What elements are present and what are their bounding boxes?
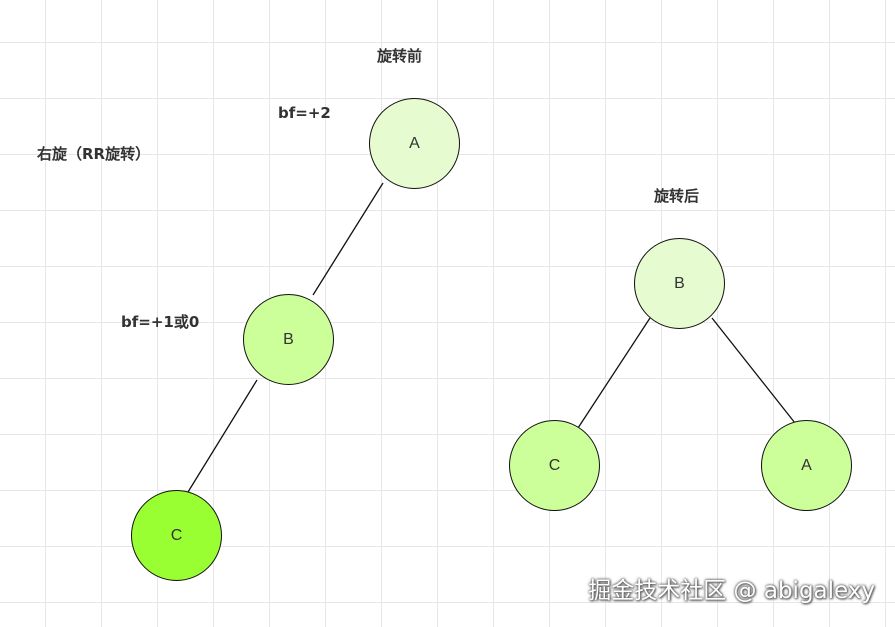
after-node-c: C [509, 420, 600, 511]
before-node-c: C [131, 490, 222, 581]
edge-before-b-c [187, 379, 258, 493]
rotation-title: 右旋（RR旋转） [37, 145, 151, 163]
before-node-b-label: B [283, 330, 294, 348]
watermark: 掘金技术社区 @ abigalexy [588, 578, 875, 604]
after-node-c-label: C [548, 456, 561, 474]
before-node-a-label: A [409, 134, 420, 152]
after-node-b-label: B [674, 274, 685, 292]
after-node-a: A [761, 420, 852, 511]
edge-before-a-b [312, 182, 384, 296]
after-node-b: B [634, 238, 725, 329]
edge-after-b-a [711, 317, 796, 424]
before-title: 旋转前 [377, 47, 423, 65]
after-title: 旋转后 [654, 187, 700, 205]
before-node-c-label: C [170, 526, 183, 544]
before-node-b: B [243, 294, 334, 385]
balance-factor-b: bf=+1或0 [121, 313, 200, 331]
after-node-a-label: A [801, 456, 812, 474]
edge-after-b-c [577, 317, 651, 429]
before-node-a: A [369, 98, 460, 189]
balance-factor-a: bf=+2 [278, 104, 331, 122]
